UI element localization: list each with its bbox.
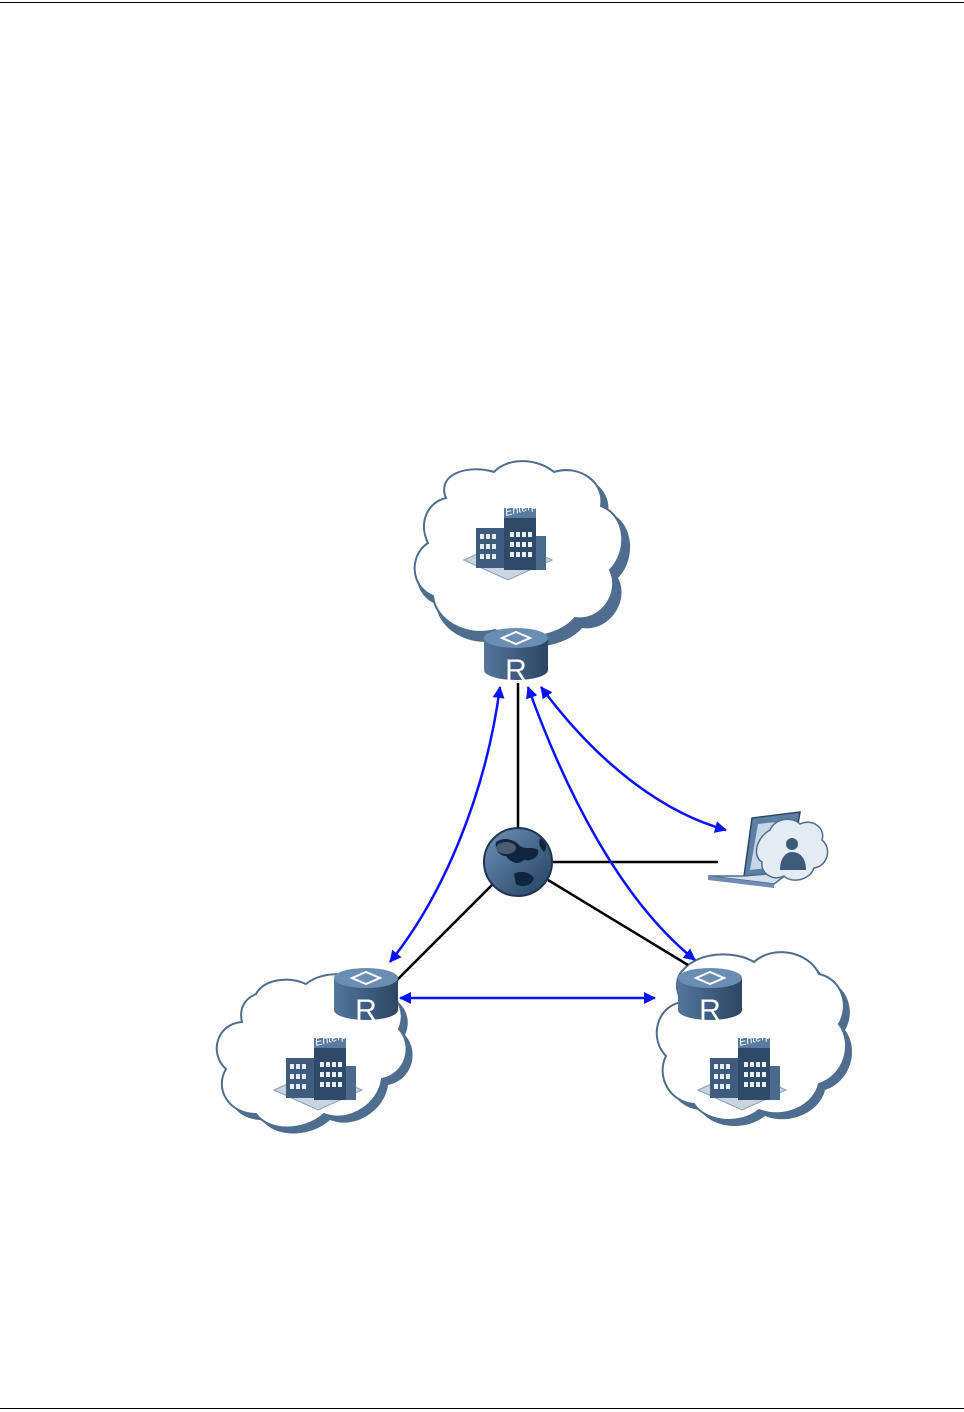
user-head — [786, 838, 798, 850]
link-globe-left — [395, 882, 495, 982]
tunnels — [390, 687, 726, 998]
tunnel-top-laptop — [541, 687, 726, 830]
tunnel-top-left — [390, 687, 500, 962]
link-globe-right — [548, 880, 688, 965]
globe-icon — [484, 828, 552, 896]
router-label-left: R — [355, 994, 377, 1027]
router-icon-top: R — [484, 628, 548, 687]
router-label-top: R — [505, 654, 527, 687]
router-label-right: R — [699, 994, 721, 1027]
laptop-user-icon — [708, 812, 828, 888]
